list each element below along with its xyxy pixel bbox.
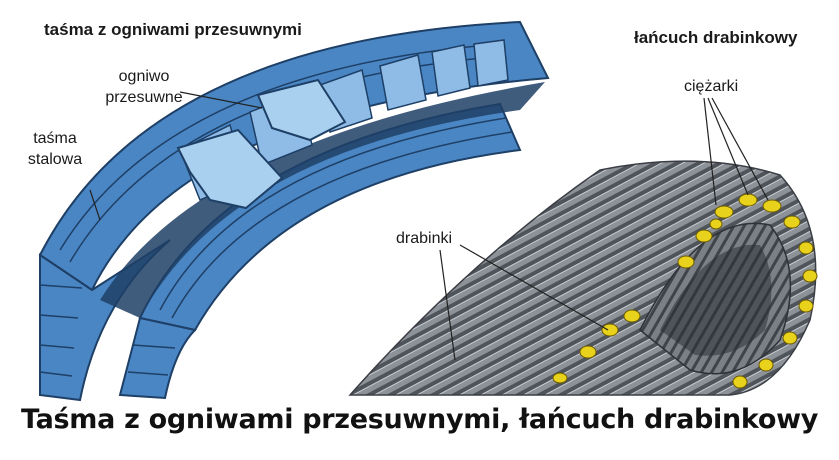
sliding-link-label: ogniwo przesuwne <box>105 68 183 106</box>
sliding-link-highlight-2 <box>256 78 347 142</box>
leader-steel-band <box>89 189 101 221</box>
weights-group <box>552 193 818 389</box>
leader-ladders-2 <box>459 244 609 331</box>
figure-caption: Taśma z ogniwami przesuwnymi, łańcuch dr… <box>20 404 819 435</box>
steel-band-label: taśma stalowa <box>27 130 83 168</box>
ladders-label: drabinki <box>396 230 453 247</box>
leader-sliding-link <box>179 91 263 109</box>
steel-belt-drawing <box>38 20 550 402</box>
ladder-chain-drawing <box>348 160 818 396</box>
chain-title: łańcuch drabinkowy <box>634 28 798 47</box>
inner-band-layers <box>118 316 198 400</box>
leader-lines <box>89 91 769 361</box>
band-gap <box>100 82 545 318</box>
leader-weights-2 <box>707 97 749 196</box>
chain-shadow <box>660 244 772 356</box>
leader-ladders-1 <box>439 249 456 361</box>
leader-weights-3 <box>711 97 769 201</box>
weights-label: ciężarki <box>684 78 739 95</box>
belt-title: taśma z ogniwami przesuwnymi <box>44 20 302 39</box>
leader-weights-1 <box>703 97 717 206</box>
sliding-link-highlight <box>176 128 284 210</box>
